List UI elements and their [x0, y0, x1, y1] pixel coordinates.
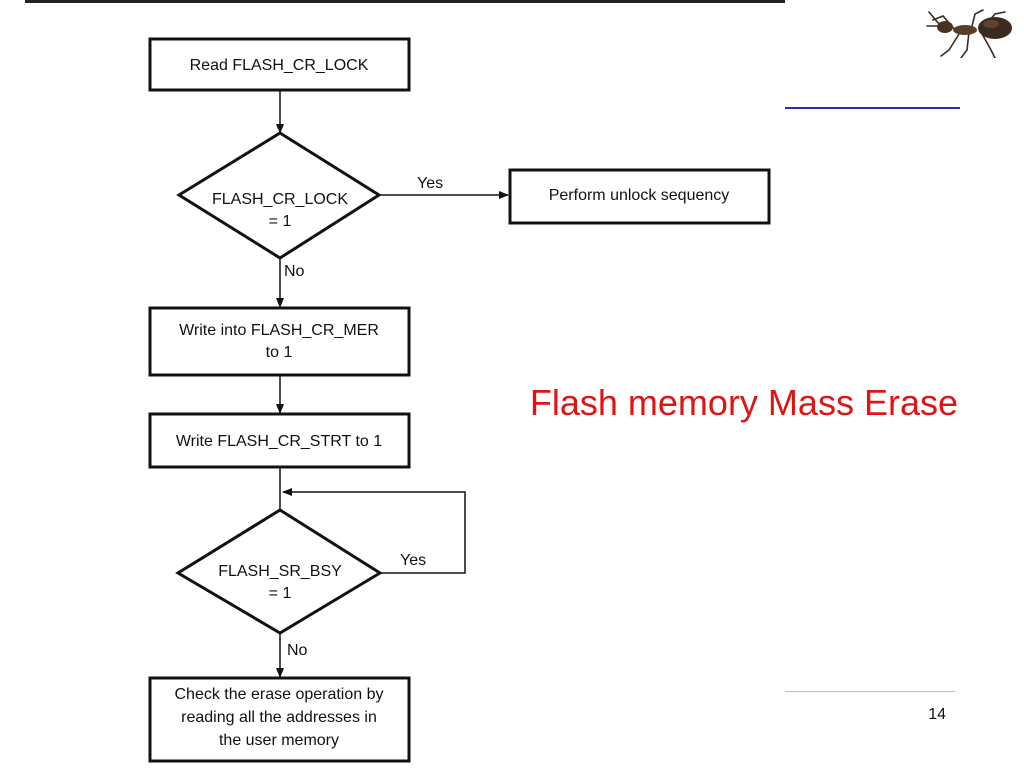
- lock-decision-label-1: FLASH_CR_LOCK: [212, 191, 348, 208]
- write-strt-box: [148, 412, 411, 469]
- write-mer-label-2: to 1: [266, 344, 293, 361]
- lock-decision-label-2: = 1: [269, 213, 292, 230]
- page-number: 14: [928, 706, 946, 723]
- slide-title: Flash memory Mass Erase: [529, 382, 958, 423]
- footer-rule: [785, 691, 955, 692]
- top-rule: [25, 0, 785, 3]
- check-erase-label-2: reading all the addresses in: [181, 709, 377, 726]
- check-erase-label-1: Check the erase operation by: [174, 686, 383, 703]
- check-erase-label-3: the user memory: [219, 732, 339, 749]
- unlock-box: [508, 168, 771, 225]
- bsy-yes-label: Yes: [400, 552, 426, 569]
- header-accent-rule: [785, 107, 960, 109]
- lock-no-label: No: [284, 263, 305, 280]
- ant-icon: [926, 9, 1012, 58]
- write-mer-box: [148, 306, 411, 377]
- bsy-decision-label-2: = 1: [269, 585, 292, 602]
- write-strt-label: Write FLASH_CR_STRT to 1: [176, 433, 382, 450]
- check-erase-box: [148, 676, 411, 763]
- lock-decision-diamond: [176, 131, 382, 260]
- lock-yes-label: Yes: [417, 175, 443, 192]
- read-lock-label: Read FLASH_CR_LOCK: [190, 57, 369, 74]
- bsy-no-label: No: [287, 642, 308, 659]
- bsy-decision-label-1: FLASH_SR_BSY: [218, 563, 342, 580]
- read-lock-box: [148, 37, 411, 92]
- bsy-decision-diamond: [175, 508, 383, 635]
- connector-bsy-yes-loop: [282, 488, 466, 574]
- unlock-label: Perform unlock sequency: [549, 187, 730, 204]
- write-mer-label-1: Write into FLASH_CR_MER: [179, 322, 379, 339]
